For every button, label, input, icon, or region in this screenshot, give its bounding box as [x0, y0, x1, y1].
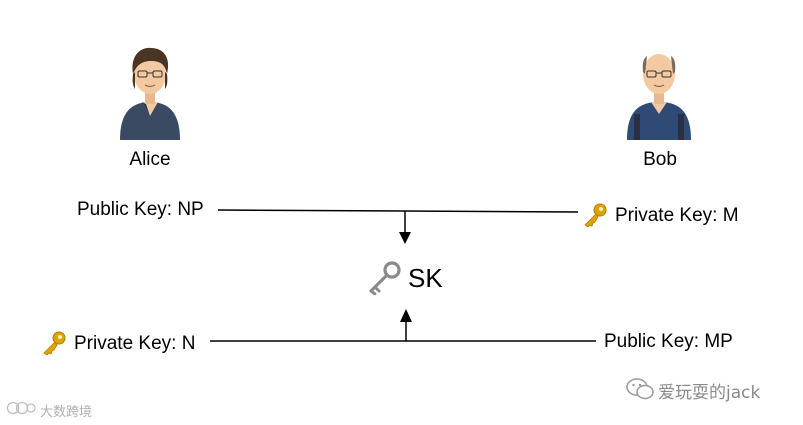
gold-key-icon: [41, 331, 67, 355]
alice-name: Alice: [100, 149, 200, 171]
bob-private-key-label: Private Key: M: [615, 205, 739, 227]
skeleton-key-icon: [366, 261, 402, 295]
shared-key-label: SK: [408, 263, 443, 294]
bob-public-key-label: Public Key: MP: [604, 331, 733, 353]
watermark-left: 大数跨境: [40, 401, 92, 420]
gold-key-icon: [582, 203, 608, 227]
watermark-logo-icon: [6, 399, 36, 417]
top-connector-line: [218, 210, 578, 212]
watermark-right: 爱玩耍的jack: [658, 378, 760, 403]
alice-public-key-label: Public Key: NP: [77, 199, 204, 221]
alice-private-key-label: Private Key: N: [74, 333, 195, 355]
up-arrowhead: [400, 309, 412, 322]
bob-name: Bob: [610, 149, 710, 171]
down-arrowhead: [399, 232, 411, 244]
wechat-icon: [626, 377, 654, 401]
alice-avatar-icon: [116, 44, 184, 140]
bob-avatar-icon: [624, 44, 694, 140]
